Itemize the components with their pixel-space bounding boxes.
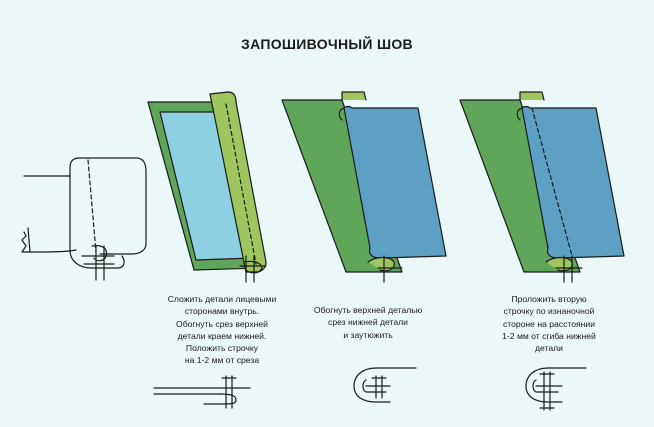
step3-caption-line: строчку по изнаночной [503,306,595,317]
step3-caption: Проложить вторую строчку по изнаночной с… [481,293,617,354]
step3-caption-line: детали [535,343,563,354]
step1-caption-line: сторонами внутрь. [184,306,260,317]
step1-illustration [147,91,267,283]
diagram-title: ЗАПОШИВОЧНЫЙ ШОВ [241,36,413,52]
seam-3d-sketch [21,157,147,281]
step1-caption-line: на 1-2 мм от среза [184,355,260,366]
step1-cross-section [153,375,251,409]
step1-caption-line: детали краем нижней. [177,330,267,341]
step1-caption: Сложить детали лицевыми сторонами внутрь… [158,293,286,367]
step3-caption-line: 1-2 мм от сгиба нижней [502,330,596,341]
step2-illustration [281,91,447,283]
step3-caption-line: Проложить вторую [511,294,587,304]
step1-caption-line: Обогнуть срез верхней [176,318,268,329]
step3-illustration [459,91,625,283]
step3-caption-line: стороне на расстоянии [502,318,596,329]
step2-caption-line: срез нижней детали [328,317,408,328]
step1-caption-line: Положить строчку [185,343,259,354]
step2-caption-line: Обогнуть верхней деталью [313,305,423,315]
step2-caption-line: и заутюжить [343,329,393,340]
step3-cross-section [525,367,587,411]
step2-cross-section [353,367,417,403]
step1-caption-line: Сложить детали лицевыми [167,294,277,304]
step2-caption: Обогнуть верхней деталью срез нижней дет… [308,304,428,341]
